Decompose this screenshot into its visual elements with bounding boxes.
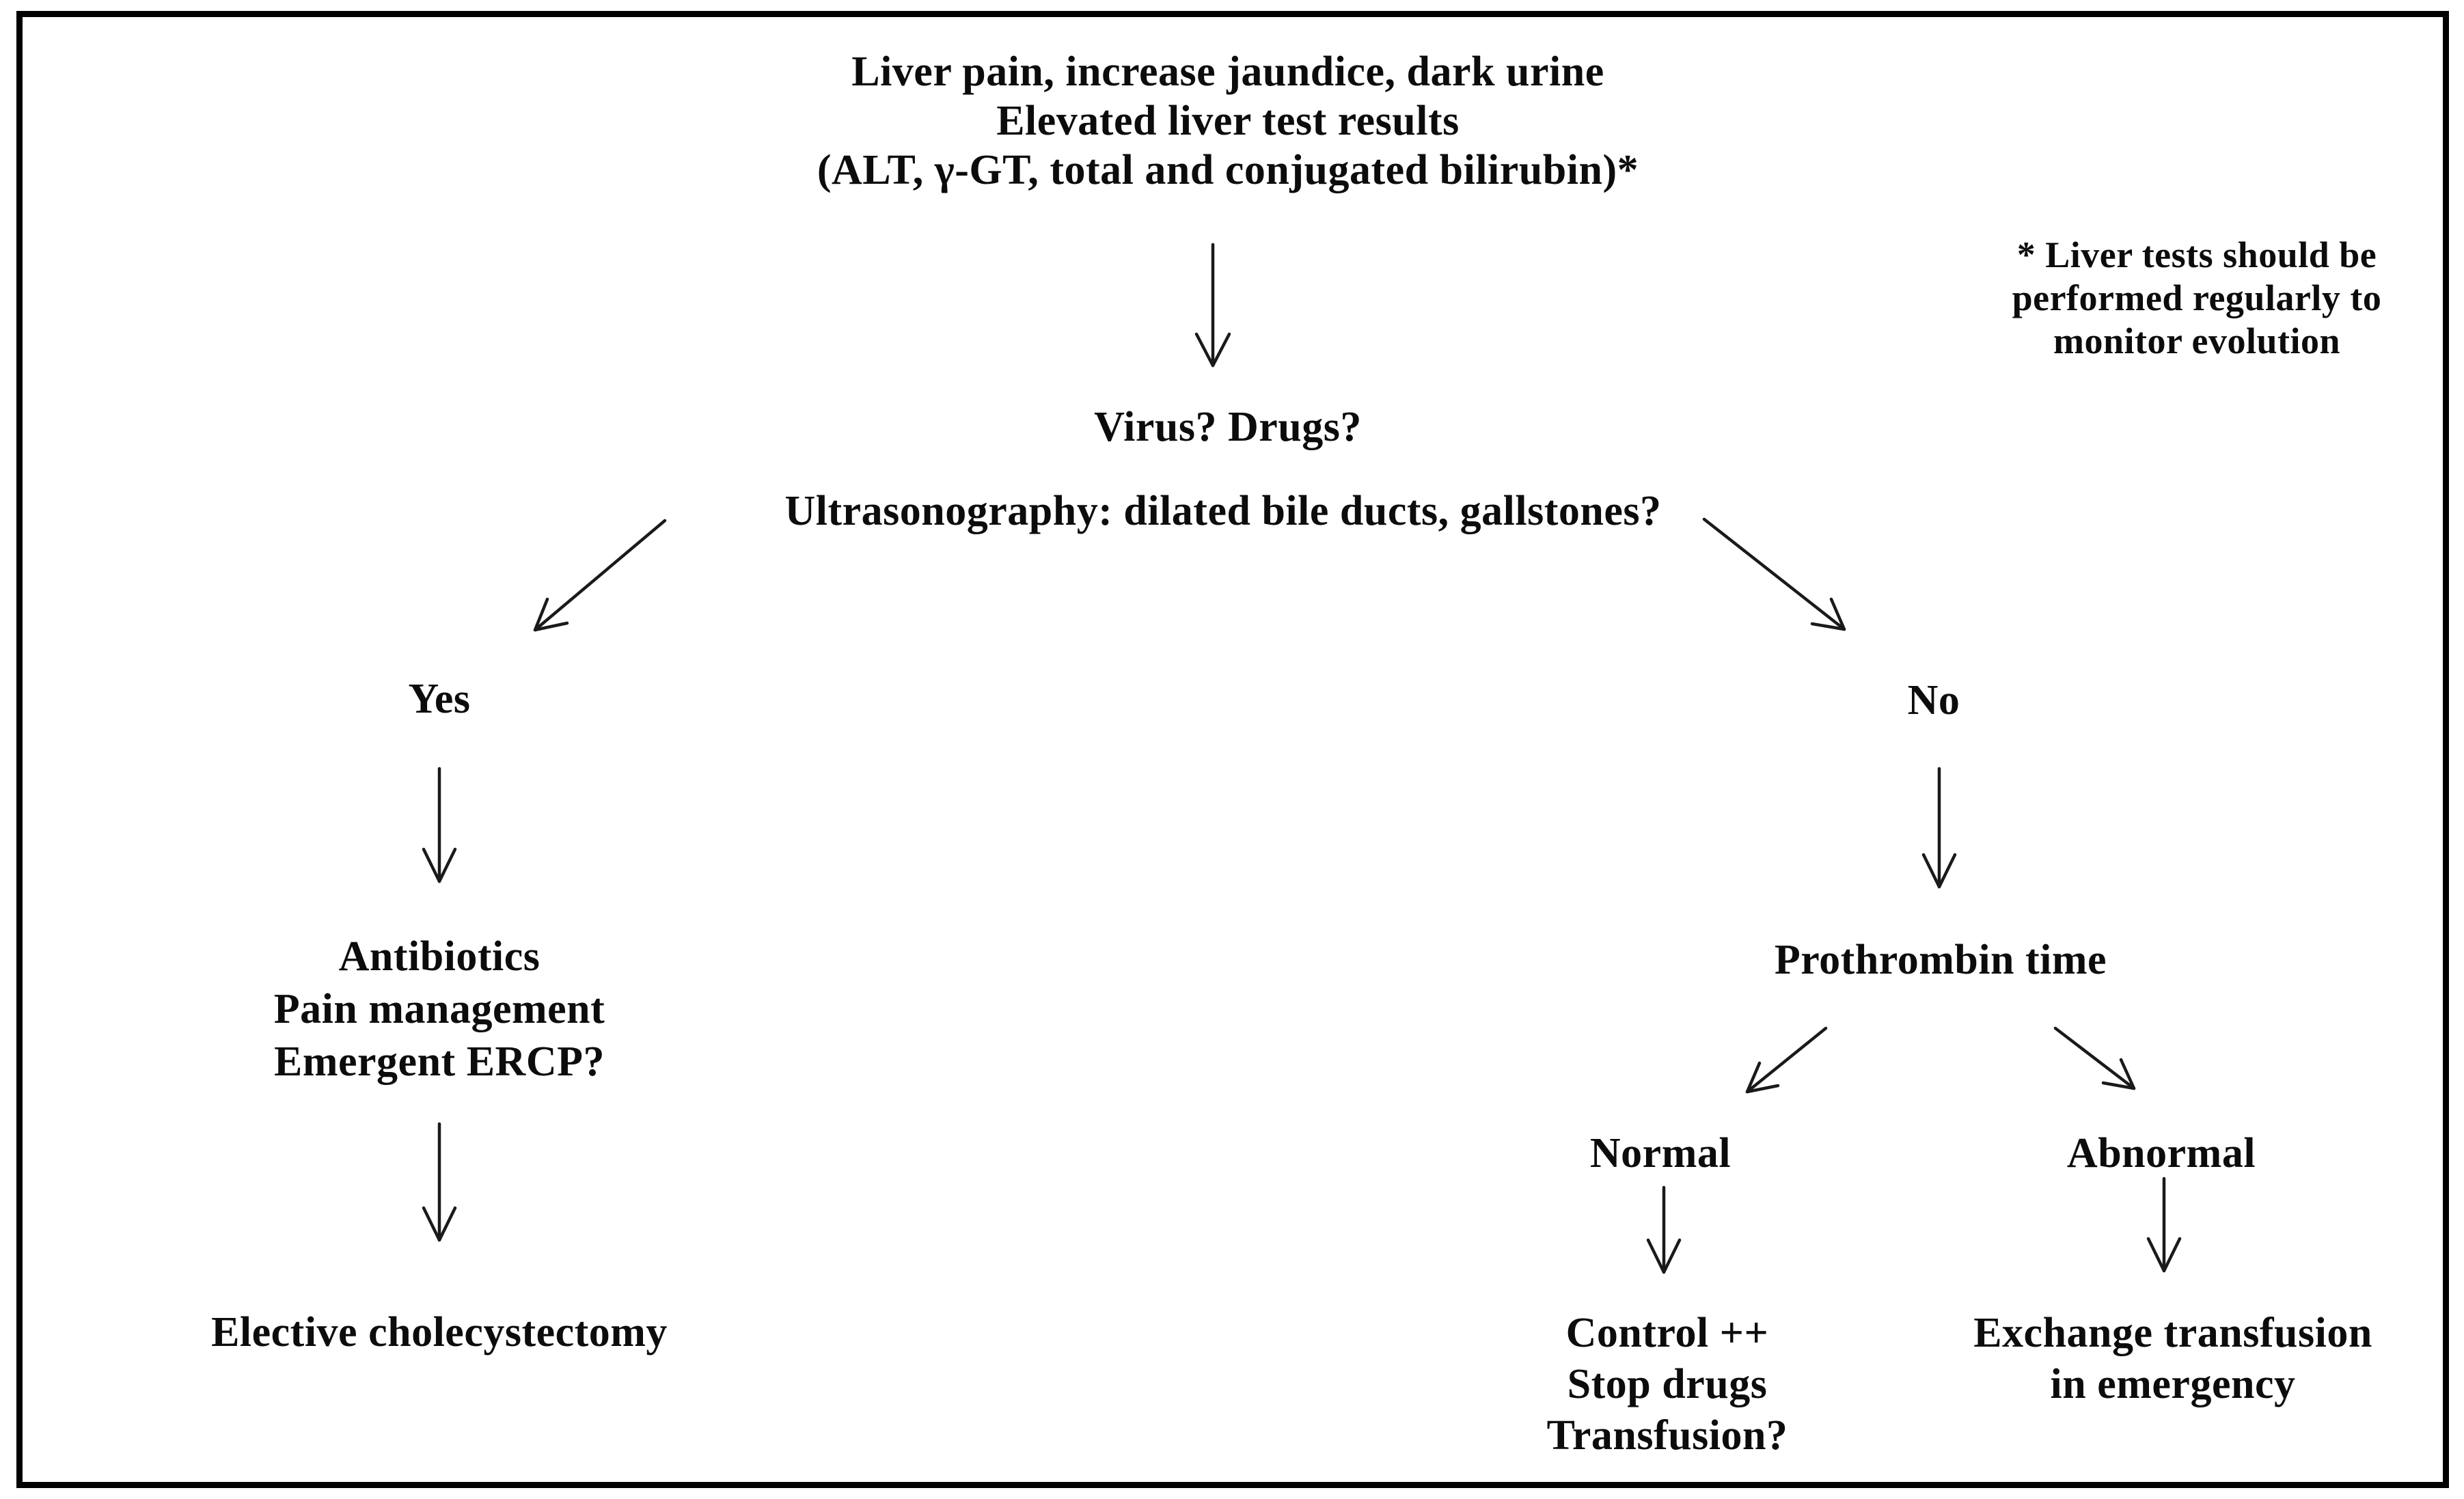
control-line: Control ++ bbox=[1565, 1310, 1769, 1356]
node-presentation: Liver pain, increase jaundice, dark urin… bbox=[613, 47, 1843, 195]
antibiotics-line: Antibiotics bbox=[338, 933, 540, 980]
node-no: No bbox=[1907, 677, 1960, 724]
exchange-line: in emergency bbox=[2050, 1361, 2296, 1407]
arrow-antibiotics-to-elective bbox=[422, 1122, 457, 1242]
border-frame bbox=[16, 11, 2449, 1488]
node-abnormal: Abnormal bbox=[2066, 1130, 2256, 1177]
presentation-line: (ALT, γ-GT, total and conjugated bilirub… bbox=[817, 147, 1639, 193]
node-virus-drugs: Virus? Drugs? bbox=[1094, 404, 1362, 450]
arrow-yes-to-antibiotics bbox=[422, 767, 457, 883]
node-exchange: Exchange transfusion in emergency bbox=[1865, 1308, 2464, 1410]
presentation-line: Elevated liver test results bbox=[996, 98, 1460, 144]
footnote-line: * Liver tests should be bbox=[2016, 234, 2377, 275]
antibiotics-line: Pain management bbox=[273, 986, 605, 1032]
node-antibiotics: Antibiotics Pain management Emergent ERC… bbox=[132, 931, 747, 1088]
arrow-presentation-to-virus bbox=[1194, 243, 1231, 368]
node-prothrombin: Prothrombin time bbox=[1774, 937, 2107, 983]
presentation-line: Liver pain, increase jaundice, dark urin… bbox=[851, 49, 1604, 95]
arrow-prothrombin-to-normal bbox=[1745, 1026, 1828, 1094]
node-footnote: * Liver tests should be performed regula… bbox=[1958, 234, 2436, 363]
arrow-ultrasonography-to-yes bbox=[533, 519, 667, 632]
control-line: Transfusion? bbox=[1546, 1412, 1788, 1459]
footnote-line: monitor evolution bbox=[2053, 320, 2340, 361]
node-yes: Yes bbox=[408, 676, 471, 722]
node-control: Control ++ Stop drugs Transfusion? bbox=[1462, 1308, 1872, 1461]
arrow-no-to-prothrombin bbox=[1921, 767, 1957, 889]
node-ultrasonography: Ultrasonography: dilated bile ducts, gal… bbox=[784, 488, 1662, 534]
control-line: Stop drugs bbox=[1567, 1361, 1768, 1407]
node-normal: Normal bbox=[1589, 1130, 1731, 1177]
antibiotics-line: Emergent ERCP? bbox=[274, 1039, 605, 1085]
node-elective: Elective cholecystectomy bbox=[211, 1309, 668, 1356]
exchange-line: Exchange transfusion bbox=[1973, 1310, 2372, 1356]
arrow-prothrombin-to-abnormal bbox=[2053, 1026, 2136, 1090]
arrow-ultrasonography-to-no bbox=[1702, 517, 1846, 631]
footnote-line: performed regularly to bbox=[2012, 277, 2382, 318]
arrow-normal-to-control bbox=[1646, 1185, 1682, 1274]
arrow-abnormal-to-exchange bbox=[2146, 1177, 2182, 1273]
